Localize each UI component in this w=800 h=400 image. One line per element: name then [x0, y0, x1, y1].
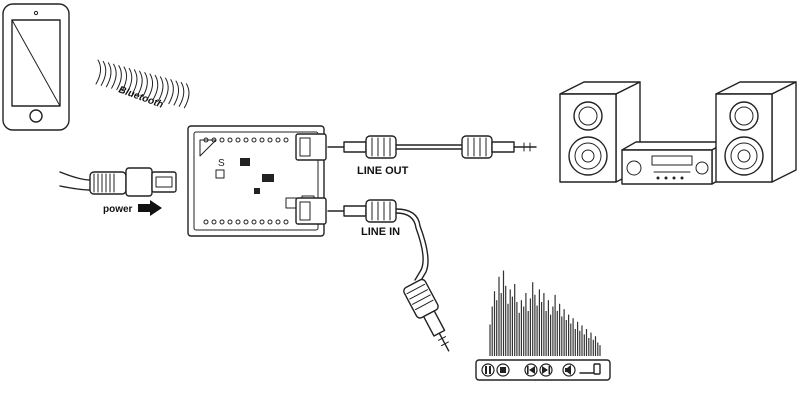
next-icon [542, 366, 551, 374]
header-pin [243, 219, 249, 225]
bluetooth-wave-arc [126, 67, 133, 93]
previous-button[interactable] [524, 363, 538, 377]
bluetooth-wave-arc [178, 81, 185, 107]
stop-icon [500, 367, 506, 373]
bluetooth-wave-arc [111, 63, 117, 89]
bluetooth-wave-arc [152, 74, 159, 100]
header-pin [283, 219, 289, 225]
bluetooth-wave-arc [116, 65, 122, 91]
line-in-label: LINE IN [361, 226, 400, 238]
power-cable [59, 167, 177, 197]
next-button[interactable] [539, 363, 553, 377]
header-pin [211, 219, 217, 225]
header-pin [219, 219, 225, 225]
bluetooth-audio-board: S [187, 125, 327, 237]
pause-button[interactable] [481, 363, 495, 377]
bluetooth-wave-arc [121, 66, 128, 92]
volume-button[interactable] [562, 363, 576, 377]
header-pin [251, 137, 257, 143]
bluetooth-wave-arc [131, 69, 138, 95]
bluetooth-wave-arc [163, 77, 169, 103]
line-in-cable [327, 199, 450, 352]
power-arrow-icon [138, 200, 162, 216]
line-out-cable [327, 135, 537, 159]
stop-button[interactable] [496, 363, 510, 377]
header-pin [243, 137, 249, 143]
chip [262, 174, 274, 182]
line-out-label: LINE OUT [357, 165, 409, 177]
right-speaker [715, 81, 797, 183]
chip [254, 188, 260, 194]
bluetooth-wave-arc [137, 70, 143, 96]
header-pin [227, 219, 233, 225]
header-pin [259, 137, 265, 143]
header-pin [235, 137, 241, 143]
header-pin [219, 137, 225, 143]
bluetooth-wave-arc [95, 59, 102, 85]
header-pin [267, 137, 273, 143]
media-player-bar [475, 359, 611, 381]
header-pin [203, 219, 209, 225]
header-pin [267, 219, 273, 225]
bluetooth-waves-icon [95, 59, 190, 109]
line-out-jack [295, 133, 327, 161]
power-label: power [103, 204, 133, 215]
line-in-jack [295, 197, 327, 225]
header-pin [275, 137, 281, 143]
bluetooth-wave-arc [100, 60, 107, 86]
header-pin [283, 137, 289, 143]
bluetooth-wave-arc [183, 83, 190, 109]
bluetooth-wave-arc [173, 80, 180, 106]
volume-slider[interactable] [579, 363, 601, 375]
bluetooth-wave-arc [142, 72, 148, 98]
smartphone [2, 3, 70, 131]
svg-text:S: S [218, 158, 225, 169]
volume-icon [565, 365, 571, 375]
header-pin [251, 219, 257, 225]
bluetooth-wave-arc [157, 76, 164, 102]
bluetooth-wave-arc [168, 79, 174, 105]
stereo-receiver [621, 141, 727, 185]
bluetooth-wave-arc [147, 73, 154, 99]
audio-spectrum [489, 270, 601, 356]
header-pin [275, 219, 281, 225]
chip [240, 158, 250, 166]
pause-icon [485, 366, 487, 374]
previous-icon [527, 366, 535, 374]
header-pin [259, 219, 265, 225]
header-pin [235, 219, 241, 225]
header-pin [227, 137, 233, 143]
bluetooth-wave-arc [105, 62, 112, 88]
